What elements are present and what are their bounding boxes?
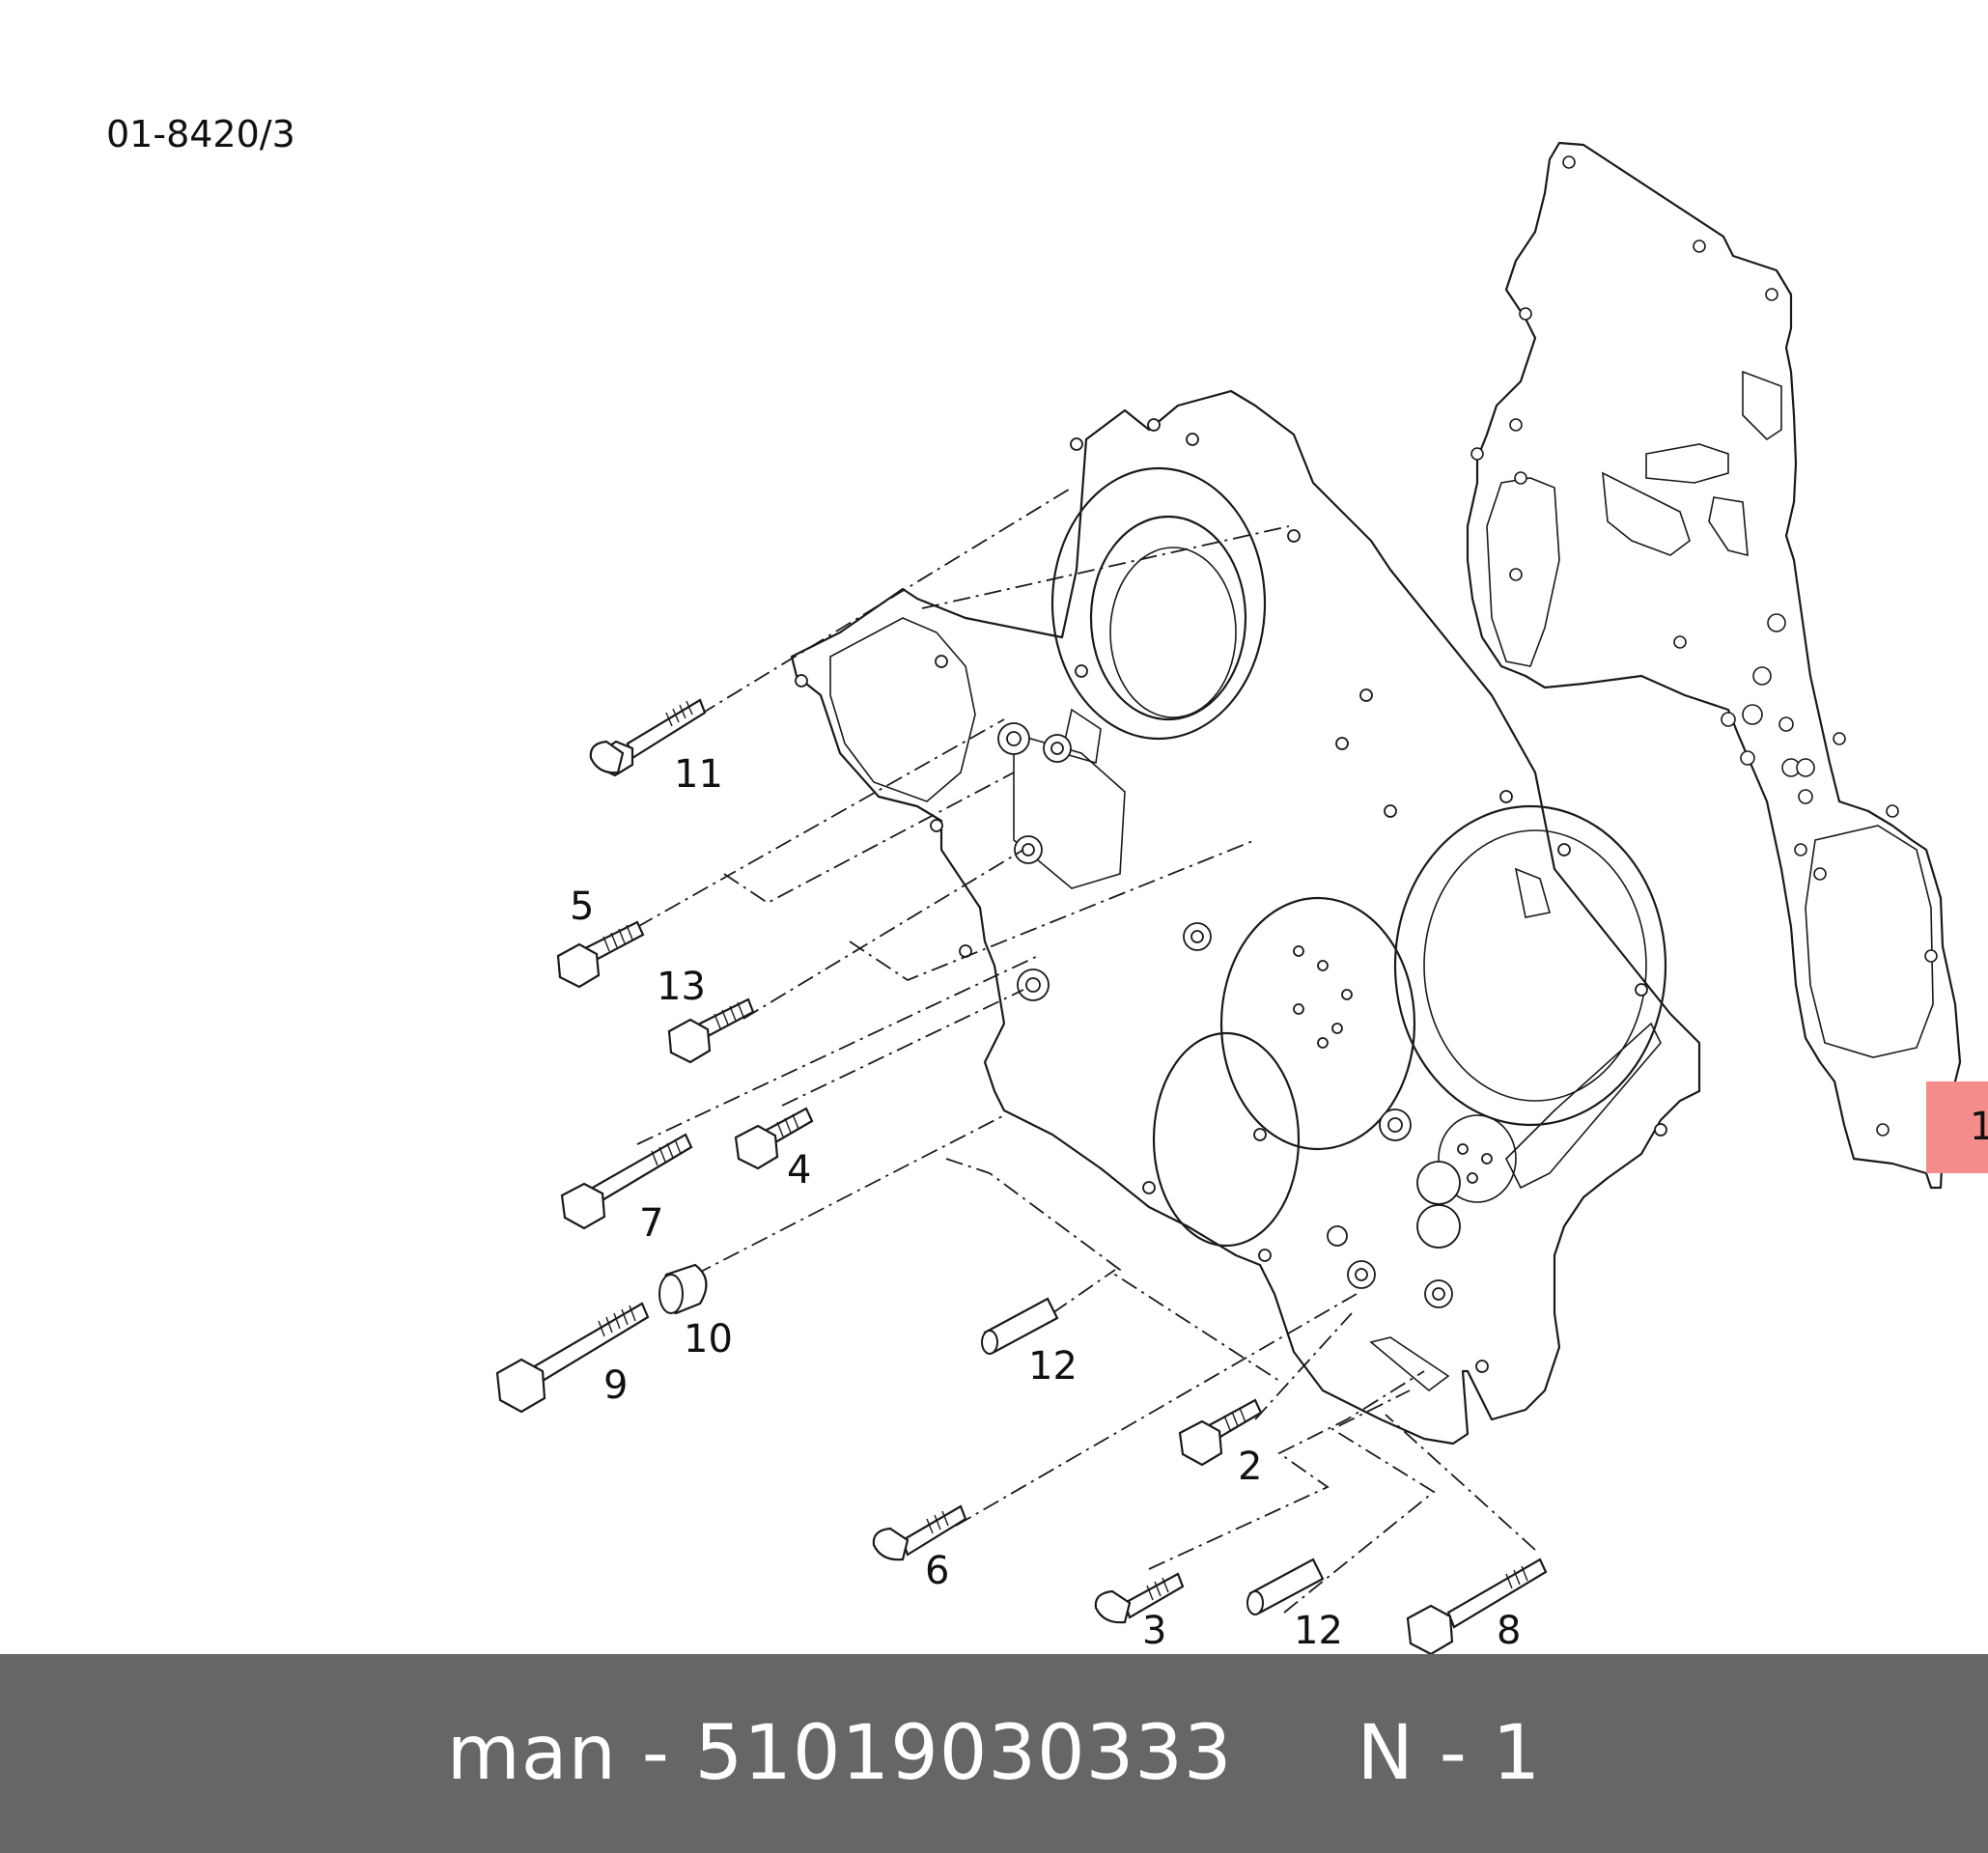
- dowel-pin-12b: [1246, 1558, 1325, 1615]
- part-info-footer: man - 51019030333 N - 1: [0, 1654, 1988, 1853]
- callout-12-lower: 12: [1294, 1609, 1343, 1653]
- bolt-13: [667, 997, 755, 1064]
- highlight-marker: [1926, 1081, 1988, 1173]
- callout-9: 9: [603, 1363, 628, 1408]
- callout-11: 11: [674, 752, 723, 797]
- bolt-5: [556, 920, 645, 989]
- callout-10: 10: [684, 1317, 733, 1362]
- dowel-pin-12a: [981, 1297, 1059, 1355]
- leader-lines: [636, 487, 1536, 1614]
- exploded-parts-diagram: 01-8420/3: [106, 113, 1988, 1654]
- brand-name: man: [446, 1710, 617, 1797]
- callout-13: 13: [657, 965, 706, 1009]
- callout-4: 4: [787, 1148, 811, 1193]
- bolt-8: [1406, 1558, 1548, 1654]
- callout-5: 5: [570, 884, 594, 929]
- callout-7: 7: [639, 1201, 663, 1246]
- spacer-10: [658, 1263, 708, 1315]
- bolt-3: [1094, 1572, 1185, 1624]
- bolt-11: [589, 698, 707, 777]
- reference-code: 01-8420/3: [106, 113, 295, 155]
- brand-separator: -: [616, 1710, 695, 1797]
- callout-2: 2: [1238, 1445, 1262, 1489]
- gasket: [1466, 141, 1962, 1190]
- part-number: 51019030333: [694, 1710, 1233, 1797]
- bolt-7: [560, 1133, 693, 1230]
- timing-cover: [790, 389, 1701, 1446]
- callout-6: 6: [925, 1549, 949, 1593]
- footer-gap: [1233, 1710, 1358, 1797]
- bolt-6: [872, 1504, 967, 1561]
- bolt-2: [1178, 1398, 1263, 1467]
- callout-8: 8: [1497, 1609, 1521, 1653]
- callout-3: 3: [1142, 1609, 1166, 1653]
- callout-numbers: 11 5 13 7 4 10 9 12 2 6 3 12 8 1: [570, 752, 1988, 1653]
- bolt-9: [495, 1302, 650, 1414]
- callout-1: 1: [1970, 1105, 1988, 1149]
- bolt-4: [734, 1107, 814, 1170]
- callout-12-upper: 12: [1028, 1344, 1078, 1389]
- position-label: N - 1: [1357, 1710, 1542, 1797]
